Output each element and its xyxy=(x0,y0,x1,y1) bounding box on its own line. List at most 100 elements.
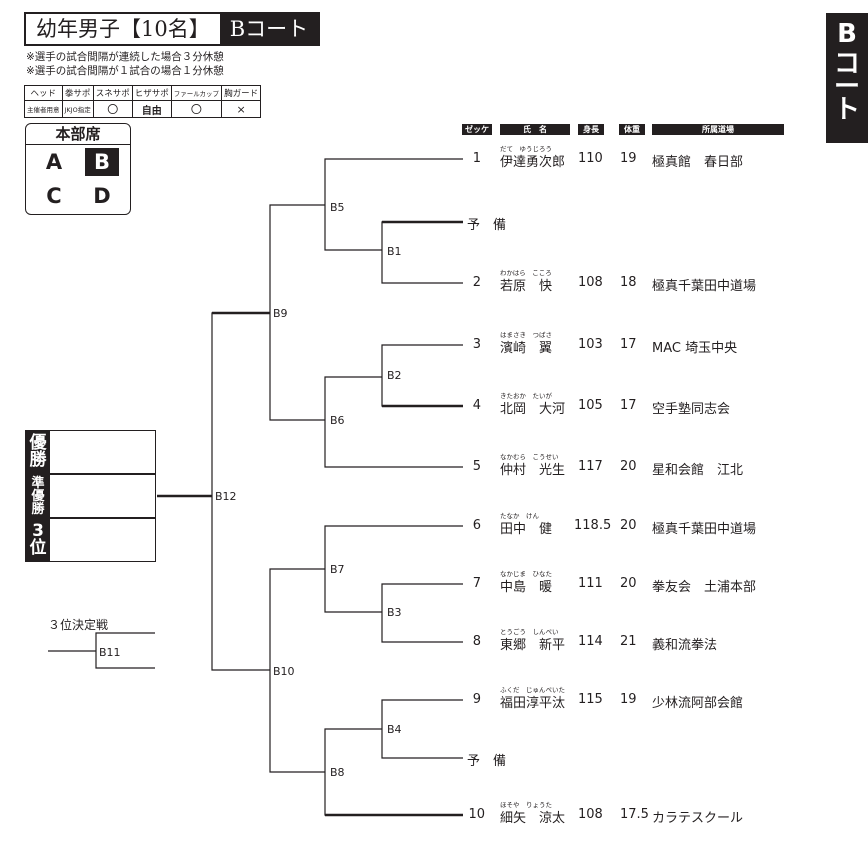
entry-height: 108 xyxy=(578,275,603,290)
entry-height: 105 xyxy=(578,398,603,413)
side-tab-char: ト xyxy=(833,95,860,125)
entry-number: 1 xyxy=(472,151,481,166)
equip-value-head: 主催者用意 xyxy=(24,100,63,118)
court-b: B xyxy=(85,148,119,176)
match-label-b7: B7 xyxy=(330,563,345,576)
equip-header-cup: ファールカップ xyxy=(170,85,223,101)
entry-club: 義和流拳法 xyxy=(652,638,718,653)
header-weight: 体重 xyxy=(619,124,645,135)
result-tag: 3 位 xyxy=(26,519,50,561)
court-title: Bコート xyxy=(219,14,319,44)
entry-name: 北岡 大河 xyxy=(500,402,566,417)
result-tag-char: 優 xyxy=(31,488,45,504)
entry-height: 118.5 xyxy=(574,518,612,533)
entry-ruby: なかじま ひなた xyxy=(500,570,552,578)
court-a: A xyxy=(45,150,63,174)
equip-value-fist: JKJO指定 xyxy=(61,100,94,118)
entry-height: 103 xyxy=(578,337,603,352)
header-zekken: ゼッケン xyxy=(462,124,492,145)
match-label-b3: B3 xyxy=(387,606,402,619)
entry-name: 東郷 新平 xyxy=(500,638,566,653)
entry-number: 4 xyxy=(472,398,481,413)
match-label-b12: B12 xyxy=(215,490,237,503)
entry-number: 8 xyxy=(472,634,481,649)
entry-name: 細矢 涼太 xyxy=(500,811,566,826)
entry-club: 星和会館 江北 xyxy=(652,463,744,478)
entry-ruby: はまさき つばさ xyxy=(500,331,552,339)
entry-name: 仲村 光生 xyxy=(500,463,566,478)
entry-name: 田中 健 xyxy=(500,522,553,537)
entry-club: 空手塾同志会 xyxy=(652,402,731,417)
entry-number: 6 xyxy=(472,518,481,533)
equip-header-knee: ヒザサポ xyxy=(131,85,172,101)
entry-ruby: ふくだ じゅんぺいた xyxy=(500,686,565,694)
entry-weight: 17 xyxy=(620,337,637,352)
entry-number: 2 xyxy=(472,275,481,290)
entry-club: MAC 埼玉中央 xyxy=(652,341,738,356)
match-label-b8: B8 xyxy=(330,766,345,779)
entry-number: 9 xyxy=(472,692,481,707)
court-c: C xyxy=(46,184,62,208)
result-tag-char: 勝 xyxy=(31,501,45,517)
equip-value-cup: 〇 xyxy=(170,100,223,118)
side-tab-char: コ xyxy=(833,49,860,79)
header-height: 身長 xyxy=(578,124,604,135)
entry-number: 5 xyxy=(472,459,481,474)
third-place-label: ３位決定戦 xyxy=(48,618,109,632)
equip-header-chest: 胸ガード xyxy=(221,85,262,101)
entry-ruby: なかむら こうせい xyxy=(500,453,559,461)
entry-weight: 20 xyxy=(620,459,637,474)
entry-club: 拳友会 土浦本部 xyxy=(652,580,757,595)
headquarters-box: 本部席 A B C D xyxy=(25,123,131,215)
entry-height: 115 xyxy=(578,692,603,707)
entry-height: 108 xyxy=(578,807,603,822)
side-tab-char: B xyxy=(837,19,857,49)
entry-weight: 20 xyxy=(620,518,637,533)
entry-number: 7 xyxy=(472,576,481,591)
equipment-table: ヘッド 拳サポ スネサポ ヒザサポ ファールカップ 胸ガード 主催者用意 JKJ… xyxy=(24,85,262,118)
results-box: 優 勝 準 優 勝 3 位 xyxy=(25,430,156,562)
entry-ruby: わかはら こころ xyxy=(500,269,552,277)
page-title: 幼年男子【10名】 Bコート xyxy=(24,12,321,46)
entry-height: 114 xyxy=(578,634,603,649)
match-label-b6: B6 xyxy=(330,414,345,427)
match-label-b2: B2 xyxy=(387,369,402,382)
entry-name: 濱崎 翼 xyxy=(500,341,553,356)
rest-note-1: ※選手の試合間隔が連続した場合３分休憩 xyxy=(26,51,224,63)
match-label-b5: B5 xyxy=(330,201,345,214)
entry-name: 若原 快 xyxy=(500,279,553,294)
entry-name: 福田淳平汰 xyxy=(500,696,566,711)
rest-note-2: ※選手の試合間隔が１試合の場合１分休憩 xyxy=(26,65,224,77)
court-d: D xyxy=(93,184,111,208)
result-tag: 優 勝 xyxy=(26,431,50,473)
entry-number: 3 xyxy=(472,337,481,352)
entry-ruby: きたおか たいが xyxy=(500,392,552,400)
result-runner-up: 準 優 勝 xyxy=(25,474,156,518)
equip-header-fist: 拳サポ xyxy=(61,85,94,101)
match-label-b10: B10 xyxy=(273,665,295,678)
equip-value-chest: × xyxy=(221,100,262,118)
entry-name: 中島 暖 xyxy=(500,580,553,595)
entry-weight: 17 xyxy=(620,398,637,413)
headquarters-title: 本部席 xyxy=(26,124,130,145)
entry-weight: 20 xyxy=(620,576,637,591)
header-dojo: 所属道場 xyxy=(652,124,784,135)
header-name: 氏 名 xyxy=(500,124,570,135)
result-tag-char: 準 xyxy=(31,475,45,491)
equip-header-head: ヘッド xyxy=(24,85,63,101)
entry-club: カラテスクール xyxy=(652,811,744,826)
result-tag-char: 位 xyxy=(29,538,47,558)
match-label-b1: B1 xyxy=(387,245,402,258)
result-tag-char: 優 xyxy=(29,433,47,453)
entry-club: 極真千葉田中道場 xyxy=(652,279,757,294)
entry-ruby: ほそや りょうた xyxy=(500,801,552,809)
entry-weight: 17.5 xyxy=(620,807,649,822)
entry-height: 111 xyxy=(578,576,603,591)
result-tag-char: 勝 xyxy=(29,450,47,470)
result-third: 3 位 xyxy=(25,518,156,562)
entry-weight: 18 xyxy=(620,275,637,290)
entry-weight: 19 xyxy=(620,151,637,166)
entry-weight: 19 xyxy=(620,692,637,707)
entry-club: 少林流阿部会館 xyxy=(652,696,744,711)
